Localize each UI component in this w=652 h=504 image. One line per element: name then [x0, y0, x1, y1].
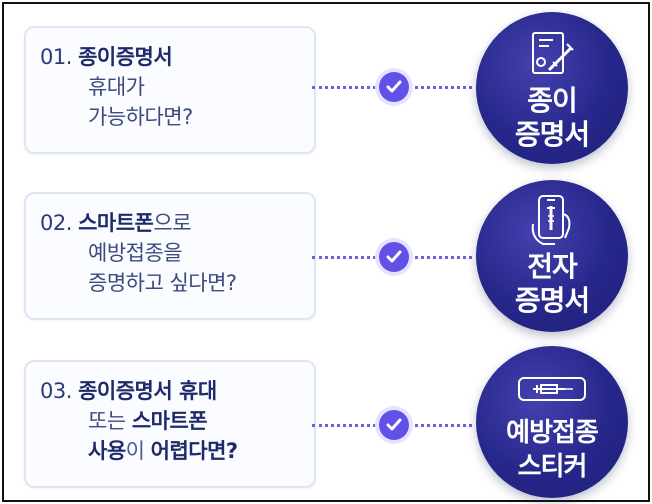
question-line: 가능하다면? — [40, 102, 193, 132]
item-number: 03. — [40, 379, 72, 403]
answer-label-line: 전자 — [527, 250, 578, 283]
question-segment: 또는 — [88, 409, 132, 433]
question-text-1: 01. 종이증명서 휴대가 가능하다면? — [40, 42, 193, 132]
answer-circle-electronic-certificate: 전자 증명서 — [476, 180, 628, 332]
question-segment: 가능하다면? — [88, 105, 193, 129]
answer-circle-paper-certificate: 종이 증명서 — [476, 12, 628, 164]
question-line: 02. 스마트폰으로 — [40, 208, 237, 238]
row-1: 01. 종이증명서 휴대가 가능하다면? — [4, 12, 648, 164]
check-icon — [379, 72, 409, 102]
answer-label: 예방접종 스티커 — [476, 416, 628, 484]
row-2: 02. 스마트폰으로 예방접종을 증명하고 싶다면? — [4, 176, 648, 332]
question-line: 01. 종이증명서 — [40, 42, 193, 72]
question-segment: 종이증명서 휴대 — [78, 379, 217, 403]
answer-label-line: 증명서 — [514, 284, 590, 317]
paper-certificate-icon — [532, 32, 574, 74]
check-icon — [379, 242, 409, 272]
row-3: 03. 종이증명서 휴대 또는 스마트폰 사용이 어렵다면? — [4, 340, 648, 498]
answer-label: 전자 증명서 — [476, 250, 628, 318]
question-segment: 스마트폰 — [78, 211, 154, 235]
question-segment: 으로 — [153, 211, 192, 235]
smartphone-syringe-icon — [531, 195, 571, 245]
question-line: 03. 종이증명서 휴대 — [40, 376, 238, 406]
answer-label-line: 종이 — [527, 84, 578, 117]
question-segment: 사용 — [88, 439, 126, 463]
answer-label-line: 증명서 — [514, 118, 590, 151]
item-number: 02. — [40, 211, 72, 235]
question-line: 휴대가 — [40, 72, 193, 102]
question-segment: 휴대가 — [88, 75, 145, 99]
answer-label: 종이 증명서 — [476, 84, 628, 152]
question-segment: 증명하고 싶다면? — [88, 271, 237, 295]
item-number: 01. — [40, 45, 72, 69]
question-segment: 이 — [125, 439, 151, 463]
answer-label-line: 스티커 — [517, 452, 588, 482]
syringe-sticker-icon — [518, 377, 586, 401]
question-text-2: 02. 스마트폰으로 예방접종을 증명하고 싶다면? — [40, 208, 237, 298]
question-segment: 종이증명서 — [78, 45, 173, 69]
question-line: 사용이 어렵다면? — [40, 436, 238, 466]
question-card-2: 02. 스마트폰으로 예방접종을 증명하고 싶다면? — [24, 192, 316, 320]
question-card-3: 03. 종이증명서 휴대 또는 스마트폰 사용이 어렵다면? — [24, 360, 316, 488]
question-text-3: 03. 종이증명서 휴대 또는 스마트폰 사용이 어렵다면? — [40, 376, 238, 466]
answer-label-line: 예방접종 — [506, 418, 599, 448]
question-segment: 어렵다면? — [150, 439, 238, 463]
question-line: 또는 스마트폰 — [40, 406, 238, 436]
question-line: 예방접종을 — [40, 238, 237, 268]
question-segment: 스마트폰 — [131, 409, 208, 433]
question-segment: 예방접종을 — [88, 241, 183, 265]
check-icon — [379, 410, 409, 440]
answer-circle-vaccination-sticker: 예방접종 스티커 — [476, 346, 628, 498]
question-card-1: 01. 종이증명서 휴대가 가능하다면? — [24, 26, 316, 154]
question-line: 증명하고 싶다면? — [40, 268, 237, 298]
